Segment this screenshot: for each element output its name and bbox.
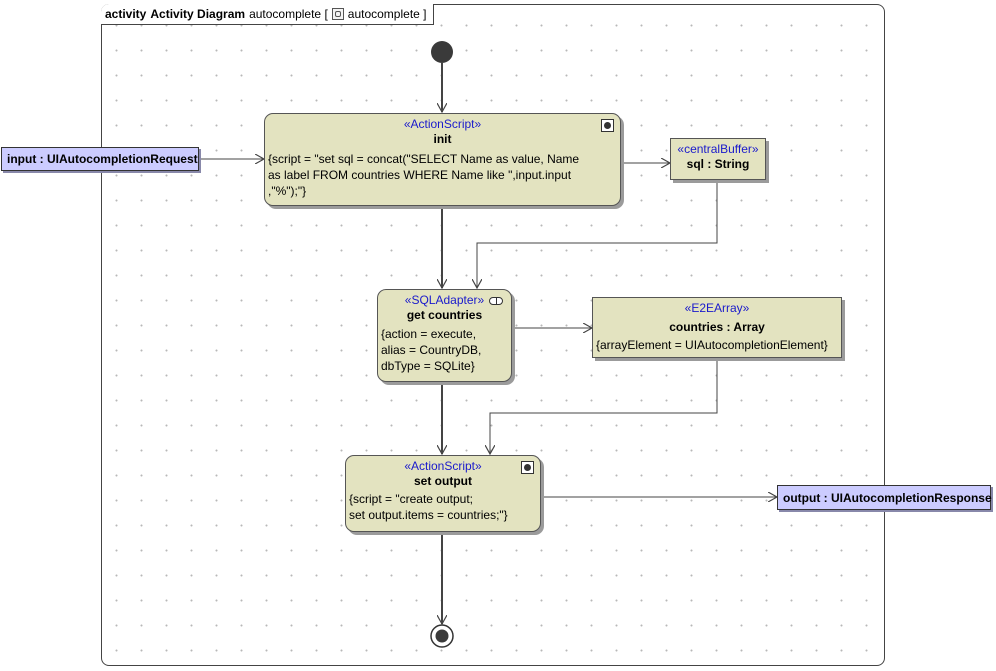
countries-stereotype: «E2EArray» <box>684 301 750 315</box>
init-name: init <box>433 132 452 146</box>
action-get-countries[interactable]: «SQLAdapter» get countries {action = exe… <box>377 289 512 382</box>
set-output-stereotype: «ActionScript» <box>404 459 482 473</box>
get-countries-properties: {action = execute, alias = CountryDB, db… <box>378 326 511 374</box>
flow-array-to-set-output <box>490 358 718 454</box>
frame-ref: autocomplete ] <box>347 7 427 21</box>
frame-header: activity Activity Diagram autocomplete [… <box>101 4 434 25</box>
countries-prop-line: {arrayElement = UIAutocompletionElement} <box>596 338 828 352</box>
get-countries-prop-line: dbType = SQLite} <box>381 359 475 373</box>
init-properties: {script = "set sql = concat("SELECT Name… <box>265 151 620 199</box>
get-countries-prop-line: alias = CountryDB, <box>381 343 482 357</box>
set-output-name: set output <box>414 474 472 488</box>
object-countries-array[interactable]: «E2EArray» countries : Array {arrayEleme… <box>592 297 842 358</box>
init-prop-line: as label FROM countries WHERE Name like … <box>268 168 572 182</box>
frame-keyword: activity <box>105 7 147 21</box>
output-parameter[interactable]: output : UIAutocompletionResponse <box>777 485 992 510</box>
initial-node <box>431 41 453 63</box>
input-parameter[interactable]: input : UIAutocompletionRequest <box>1 147 199 171</box>
activity-icon <box>331 8 344 20</box>
init-prop-line: ,"%");"} <box>268 184 307 198</box>
input-parameter-label: input : UIAutocompletionRequest <box>7 152 198 166</box>
set-output-prop-line: set output.items = countries;"} <box>349 508 508 522</box>
get-countries-prop-line: {action = execute, <box>381 327 477 341</box>
frame-kind: Activity Diagram <box>150 7 246 21</box>
get-countries-stereotype: «SQLAdapter» <box>404 293 485 307</box>
sql-stereotype: «centralBuffer» <box>677 142 759 156</box>
init-stereotype: «ActionScript» <box>403 117 482 131</box>
countries-name: countries : Array <box>669 320 765 334</box>
action-set-output[interactable]: «ActionScript» set output {script = "cre… <box>345 455 541 532</box>
set-output-properties: {script = "create output; set output.ite… <box>346 491 540 523</box>
set-output-prop-line: {script = "create output; <box>349 492 473 506</box>
central-buffer-sql[interactable]: «centralBuffer» sql : String <box>670 138 766 180</box>
script-icon <box>601 119 614 132</box>
get-countries-name: get countries <box>406 308 483 322</box>
sql-adapter-icon <box>489 297 503 305</box>
action-init[interactable]: «ActionScript» init {script = "set sql =… <box>264 113 621 206</box>
script-icon <box>521 461 534 474</box>
flow-sql-to-get-countries <box>477 180 718 288</box>
output-parameter-label: output : UIAutocompletionResponse <box>783 490 992 505</box>
sql-name: sql : String <box>686 157 750 171</box>
init-prop-line: {script = "set sql = concat("SELECT Name… <box>268 152 580 166</box>
frame-name: autocomplete [ <box>249 7 328 21</box>
final-node <box>430 624 454 648</box>
